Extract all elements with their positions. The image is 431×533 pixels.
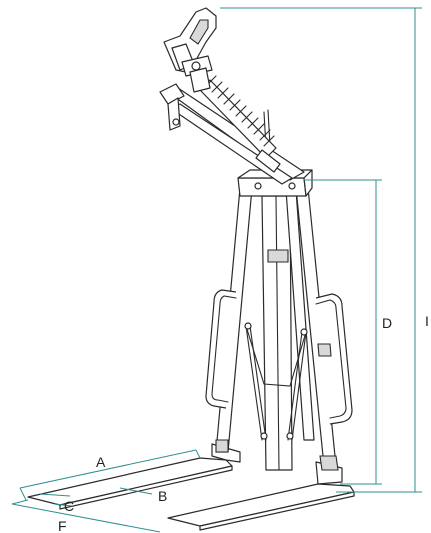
dimension-label-a: A	[96, 454, 106, 470]
left-fork	[27, 443, 241, 510]
dimension-lines	[11, 7, 422, 533]
dimension-label-b: B	[158, 488, 167, 504]
cross-braces	[244, 322, 308, 441]
dimension-label-c: C	[64, 498, 74, 514]
lifting-eye	[163, 7, 217, 93]
left-handle	[205, 289, 237, 409]
dimension-label-i: I	[425, 313, 429, 329]
dimension-label-d: D	[382, 315, 392, 331]
right-handle	[315, 293, 353, 425]
dimension-label-f: F	[58, 518, 67, 533]
boom-arm	[159, 83, 305, 185]
spring-coil	[199, 75, 281, 173]
